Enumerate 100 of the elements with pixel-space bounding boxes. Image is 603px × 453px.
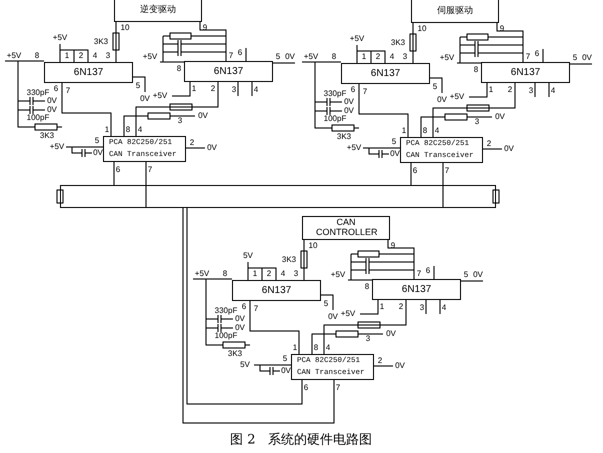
voltage-label: 0V bbox=[582, 54, 592, 62]
voltage-label: +5V bbox=[304, 53, 318, 61]
pin-number: 4 bbox=[442, 304, 446, 312]
pin-number: 1 bbox=[64, 52, 70, 60]
wire bbox=[186, 208, 302, 404]
pin-number: 6 bbox=[426, 267, 430, 275]
pin-number: 6 bbox=[534, 50, 540, 58]
voltage-label: +5V bbox=[50, 143, 64, 151]
voltage-label: +5V bbox=[152, 92, 168, 100]
pin-number: 3 bbox=[420, 304, 424, 312]
pin-number: 8 bbox=[126, 126, 130, 134]
voltage-label: +5V bbox=[142, 53, 158, 61]
pin-number: 5 bbox=[282, 355, 288, 363]
pin-number: 10 bbox=[418, 25, 426, 33]
driver-label: CAN CONTROLLER bbox=[316, 218, 376, 238]
voltage-label: +5V bbox=[6, 52, 22, 60]
pin-number: 8 bbox=[422, 127, 428, 135]
chip-label: 6N137 bbox=[262, 285, 292, 296]
figure-caption: 图 2 系统的硬件电路图 bbox=[230, 434, 372, 446]
voltage-label: 0V bbox=[93, 149, 103, 157]
pin-number: 5 bbox=[432, 83, 438, 91]
component-value: 3K3 bbox=[282, 256, 296, 264]
pin-number: 7 bbox=[228, 52, 234, 60]
wire bbox=[496, 22, 524, 62]
voltage-label: 5V bbox=[240, 361, 250, 369]
chip-label: 6N137 bbox=[214, 66, 244, 77]
pin-number: 1 bbox=[192, 85, 196, 93]
pin-number: 10 bbox=[308, 242, 318, 250]
component-value: 3K3 bbox=[94, 38, 108, 46]
voltage-label: 0V bbox=[47, 97, 57, 105]
voltage-label: 0V bbox=[140, 95, 150, 103]
component-value: 3K3 bbox=[336, 133, 352, 141]
pin-number: 6 bbox=[412, 167, 418, 175]
bus-bar bbox=[60, 185, 496, 208]
pin-number: 7 bbox=[148, 166, 152, 174]
pin-number: 10 bbox=[120, 24, 130, 32]
pin-number: 1 bbox=[362, 53, 366, 61]
wire bbox=[182, 208, 334, 424]
optocoupler-chip bbox=[232, 280, 321, 301]
pin-number: 7 bbox=[254, 305, 258, 313]
pin-number: 2 bbox=[190, 139, 194, 147]
pin-number: 7 bbox=[416, 270, 422, 278]
component-value: 330pF bbox=[214, 307, 238, 315]
voltage-label: 5V bbox=[243, 252, 253, 260]
pin-number: 1 bbox=[104, 126, 110, 134]
voltage-label: +5V bbox=[330, 271, 346, 279]
voltage-label: 0V bbox=[395, 362, 405, 370]
pin-number: 1 bbox=[402, 127, 406, 135]
pin-number: 3 bbox=[528, 87, 534, 95]
wire bbox=[136, 82, 218, 136]
optocoupler-chip bbox=[184, 61, 273, 82]
pin-number: 5 bbox=[136, 82, 140, 90]
driver-box bbox=[302, 216, 390, 240]
pin-number: 3 bbox=[474, 118, 480, 126]
pin-number: 3 bbox=[178, 117, 182, 125]
pin-number: 8 bbox=[222, 270, 228, 278]
wire bbox=[250, 300, 300, 354]
pin-number: 2 bbox=[398, 303, 404, 311]
wire bbox=[432, 82, 516, 138]
transceiver-box bbox=[103, 136, 186, 162]
wire bbox=[324, 300, 406, 354]
voltage-label: 0V bbox=[344, 98, 354, 106]
pin-number: 1 bbox=[292, 344, 298, 352]
component-value: 100pF bbox=[26, 114, 50, 122]
pin-number: 8 bbox=[34, 52, 40, 60]
voltage-label: 0V bbox=[198, 112, 208, 120]
voltage-label: 0V bbox=[473, 271, 483, 279]
voltage-label: +5V bbox=[340, 310, 356, 318]
pin-number: 3 bbox=[232, 86, 236, 94]
pin-number: 2 bbox=[78, 52, 84, 60]
voltage-label: 0V bbox=[344, 107, 354, 115]
pin-number: 1 bbox=[252, 270, 258, 278]
component-value: 3K3 bbox=[390, 39, 406, 47]
component-value: 330pF bbox=[324, 90, 346, 98]
component-value: 3K3 bbox=[40, 132, 54, 140]
pin-number: 3 bbox=[294, 270, 298, 278]
voltage-label: 0V bbox=[386, 330, 396, 338]
voltage-label: 0V bbox=[235, 324, 245, 332]
chip-label: 6N137 bbox=[370, 68, 400, 79]
pin-number: 6 bbox=[238, 49, 242, 57]
voltage-label: 0V bbox=[47, 106, 57, 114]
pin-number: 6 bbox=[350, 86, 356, 94]
wire bbox=[388, 240, 414, 280]
pin-number: 2 bbox=[378, 357, 382, 365]
chip-label: 6N137 bbox=[402, 284, 432, 295]
voltage-label: +5V bbox=[346, 144, 362, 152]
pin-number: 2 bbox=[376, 53, 380, 61]
pin-number: 6 bbox=[304, 384, 308, 392]
pin-number: 7 bbox=[526, 53, 530, 61]
chip-label: 6N137 bbox=[74, 67, 104, 78]
component-value: 3K3 bbox=[228, 350, 242, 358]
wire bbox=[358, 84, 408, 138]
pin-number: 8 bbox=[332, 53, 336, 61]
voltage-label: 0V bbox=[207, 144, 217, 152]
optocoupler-chip bbox=[44, 62, 133, 83]
pin-number: 8 bbox=[474, 66, 478, 74]
driver-box bbox=[411, 0, 499, 23]
pin-number: 4 bbox=[138, 126, 142, 134]
pin-number: 4 bbox=[254, 86, 258, 94]
pin-number: 4 bbox=[326, 344, 330, 352]
